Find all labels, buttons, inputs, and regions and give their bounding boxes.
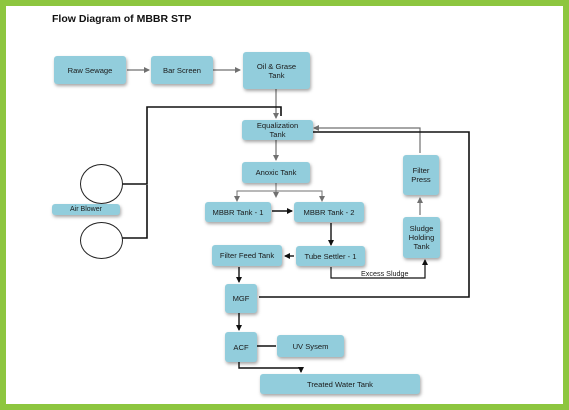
node-equalization-tank: Equalization Tank [242, 120, 313, 140]
node-filter-press: Filter Press [403, 155, 439, 195]
air-blower-unit-top [80, 164, 123, 204]
air-blower-unit-bottom [80, 222, 123, 259]
node-acf: ACF [225, 332, 257, 362]
arrow-acf-to-treated [238, 361, 304, 373]
excess-sludge-line [330, 259, 428, 279]
diagram-title: Flow Diagram of MBBR STP [52, 13, 192, 25]
node-raw-sewage: Raw Sewage [54, 56, 126, 84]
node-filter-feed-tank: Filter Feed Tank [212, 245, 282, 266]
node-mbbr-tank-2: MBBR Tank - 2 [294, 202, 364, 222]
node-mbbr-tank-1: MBBR Tank - 1 [205, 202, 271, 222]
node-uv-system: UV Sysem [277, 335, 344, 357]
node-treated-water-tank: Treated Water Tank [260, 374, 420, 394]
anoxic-split-right [276, 190, 325, 202]
node-bar-screen: Bar Screen [151, 56, 213, 84]
loop-equalization-to-mgf [259, 131, 470, 298]
node-oil-grease-tank: Oil & Grase Tank [243, 52, 310, 89]
edge-label-excess-sludge: Excess Sludge [361, 269, 409, 278]
arrow-filterpress-to-equalization [313, 125, 421, 153]
air-line-lower [122, 185, 148, 239]
anoxic-split [234, 183, 277, 202]
node-mgf: MGF [225, 284, 257, 313]
node-tube-settler-1: Tube Settler - 1 [296, 246, 365, 266]
node-anoxic-tank: Anoxic Tank [242, 162, 310, 183]
node-sludge-holding-tank: Sludge Holding Tank [403, 217, 440, 258]
node-air-blower: Air Blower [52, 204, 120, 215]
air-line-upper [122, 106, 282, 185]
